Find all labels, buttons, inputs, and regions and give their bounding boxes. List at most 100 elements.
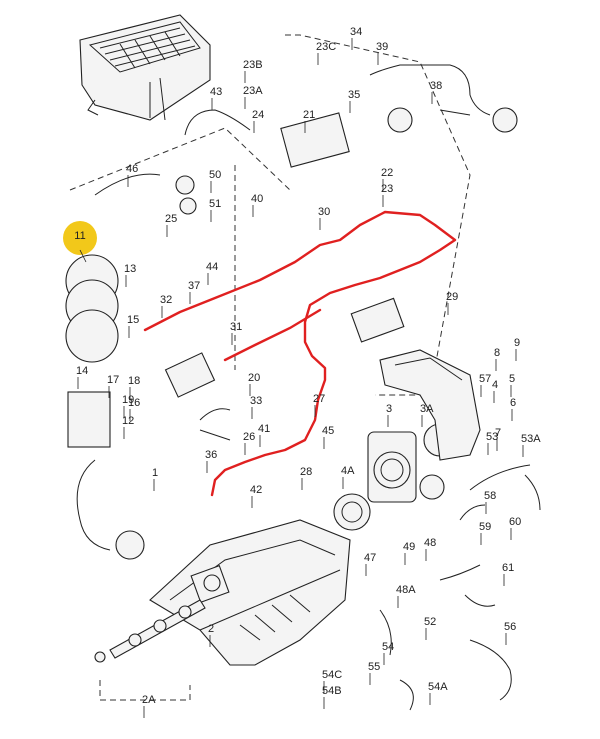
part-label-42: 42 [250,484,262,508]
part-number-text: 4A [341,465,355,477]
part-number-text: 33 [250,395,262,407]
highlighted-vacuum-line [143,210,457,497]
part-label-54: 54 [382,641,394,665]
part-label-17: 17 [107,374,119,398]
part-label-23c: 23C [316,41,336,65]
part-label-32: 32 [160,294,172,318]
part-label-24: 24 [252,109,264,133]
part-number-text: 61 [502,562,514,574]
intake-elbow [379,349,481,461]
part-number-text: 16 [128,397,140,409]
part-number-text: 5 [509,373,515,385]
part-number-text: 45 [322,425,334,437]
part-label-7: 7 [495,427,501,451]
part-label-55: 55 [368,661,380,685]
part-number-text: 56 [504,621,516,633]
part-number-text: 12 [122,415,134,427]
part-label-19: 19 [122,394,134,418]
part-number-text: 23C [316,41,336,53]
part-number-text: 7 [495,427,501,439]
part-label-23a: 23A [243,85,263,109]
part-number-text: 55 [368,661,380,673]
part-number-text: 43 [210,86,222,98]
part-label-36: 36 [205,449,217,473]
part-label-2a: 2A [142,694,156,718]
part-label-33: 33 [250,395,262,419]
part-number-text: 50 [209,169,221,181]
part-label-4a: 4A [341,465,355,489]
part-label-48a: 48A [396,584,416,608]
part-number-text: 59 [479,521,491,533]
part-label-35: 35 [348,89,360,113]
part-label-31: 31 [230,321,242,345]
part-label-39: 39 [376,41,388,65]
part-label-2: 2 [208,623,214,647]
part-label-20: 20 [248,372,260,396]
part-number-text: 48 [424,537,436,549]
part-number-text: 1 [152,467,158,479]
part-number-text: 17 [107,374,119,386]
part-number-text: 39 [376,41,388,53]
part-label-59: 59 [479,521,491,545]
part-number-text: 44 [206,261,218,273]
part-label-46: 46 [126,163,138,187]
part-label-52: 52 [424,616,436,640]
part-label-14: 14 [76,365,88,389]
part-number-text: 54C [322,669,342,681]
part-number-text: 27 [313,393,325,405]
part-number-text: 41 [258,423,270,435]
part-label-21: 21 [303,109,315,133]
part-number-text: 8 [494,347,500,359]
part-label-40: 40 [251,193,263,217]
valves-and-brackets [67,107,518,560]
part-number-text: 28 [300,466,312,478]
part-number-text: 19 [122,394,134,406]
part-label-27: 27 [313,393,325,417]
adjuster-rod [94,599,206,663]
part-number-text: 52 [424,616,436,628]
part-number-text: 49 [403,541,415,553]
part-number-text: 60 [509,516,521,528]
part-number-text: 14 [76,365,88,377]
part-label-58: 58 [484,490,496,514]
part-label-53: 53 [486,431,498,455]
part-number-text: 54 [382,641,394,653]
part-label-54c: 54C [322,669,342,693]
part-label-47: 47 [364,552,376,576]
part-number-text: 15 [127,314,139,326]
part-number-text: 53 [486,431,498,443]
part-label-28: 28 [300,466,312,490]
part-number-text: 4 [492,379,498,391]
part-number-text: 22 [381,167,393,179]
part-number-text: 48A [396,584,416,596]
part-label-54b: 54B [322,685,342,709]
highlight-badge-label: 11 [74,230,86,242]
part-number-text: 57 [479,373,491,385]
part-label-18: 18 [128,375,140,399]
highlighted-vacuum-line-branch [223,308,322,362]
part-number-text: 6 [510,397,516,409]
part-label-49: 49 [403,541,415,565]
part-number-text: 32 [160,294,172,306]
part-label-60: 60 [509,516,521,540]
part-number-text: 31 [230,321,242,333]
part-number-text: 23B [243,59,263,71]
part-label-56: 56 [504,621,516,645]
part-label-15: 15 [127,314,139,338]
part-label-30: 30 [318,206,330,230]
part-11-cylinders [65,254,119,363]
part-number-text: 3A [420,403,434,415]
part-label-4: 4 [492,379,498,403]
part-label-6: 6 [510,397,516,421]
part-number-text: 13 [124,263,136,275]
part-number-text: 34 [350,26,362,38]
part-label-29: 29 [446,291,458,315]
part-number-text: 20 [248,372,260,384]
part-number-text: 46 [126,163,138,175]
part-number-text: 23 [381,183,393,195]
part-number-text: 35 [348,89,360,101]
part-number-text: 29 [446,291,458,303]
part-label-22: 22 [381,167,393,191]
